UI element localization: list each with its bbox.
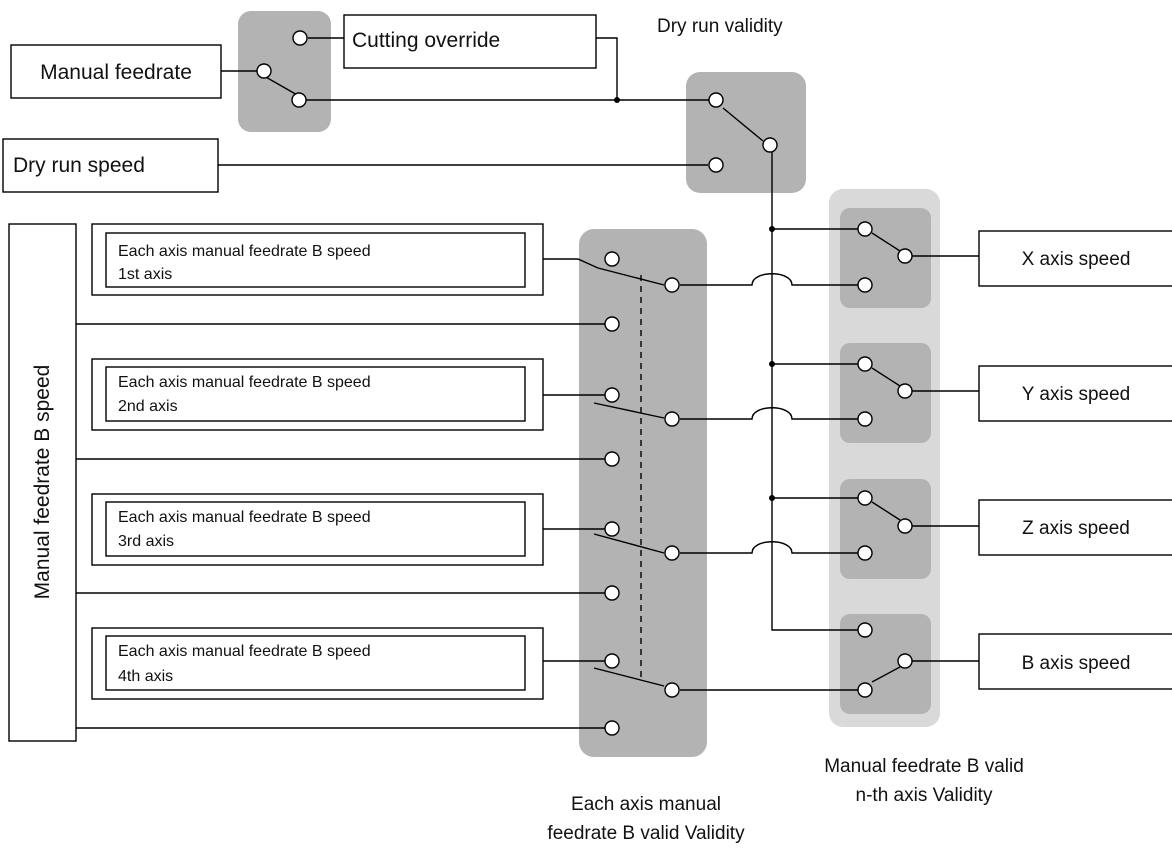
b-axis-speed-box xyxy=(978,633,1172,690)
nth-axis-switch-b-block xyxy=(840,614,931,714)
feedrate-selector-switch-block xyxy=(238,11,331,132)
x-axis-speed-label: X axis speed xyxy=(1022,249,1131,270)
axis-input-label: Each axis manual feedrate B speed xyxy=(118,243,371,260)
nth-axis-caption-line2: n-th axis Validity xyxy=(856,785,993,806)
manual-feedrate-box xyxy=(10,44,222,99)
axis-input-label: Each axis manual feedrate B speed xyxy=(118,509,371,526)
dry-run-speed-label: Dry run speed xyxy=(13,154,145,177)
manual-feedrate-b-speed-label: Manual feedrate B speed xyxy=(31,365,54,600)
manual-feedrate-b-speed-box xyxy=(8,223,77,742)
dry-run-validity-label: Dry run validity xyxy=(657,16,783,37)
b-axis-speed-label: B axis speed xyxy=(1022,653,1131,674)
manual-feedrate-label: Manual feedrate xyxy=(40,61,192,84)
axis-input-1: Each axis manual feedrate B speed 1st ax… xyxy=(91,223,544,296)
axis-input-sublabel: 2nd axis xyxy=(118,398,178,415)
z-axis-speed-box xyxy=(978,499,1172,556)
y-axis-speed-label: Y axis speed xyxy=(1022,384,1130,405)
each-axis-caption-line2: feedrate B valid Validity xyxy=(547,823,745,844)
junction-dot xyxy=(769,495,775,501)
axis-input-sublabel: 3rd axis xyxy=(118,533,174,550)
axis-input-4: Each axis manual feedrate B speed 4th ax… xyxy=(91,627,544,700)
dry-run-validity-switch-block xyxy=(686,72,806,193)
junction-dot xyxy=(769,226,775,232)
cutting-override-label: Cutting override xyxy=(352,29,500,52)
wiring xyxy=(76,37,979,729)
axis-input-label: Each axis manual feedrate B speed xyxy=(118,643,371,660)
each-axis-validity-switch-block xyxy=(579,229,707,757)
nth-axis-validity-group xyxy=(829,189,940,727)
junction-dot xyxy=(614,97,620,103)
cutting-override-box xyxy=(343,14,597,69)
nth-axis-switch-y-block xyxy=(840,343,931,443)
dry-run-speed-box xyxy=(2,138,219,193)
y-axis-speed-box xyxy=(978,365,1172,422)
axis-input-2: Each axis manual feedrate B speed 2nd ax… xyxy=(91,358,544,431)
each-axis-caption-line1: Each axis manual xyxy=(571,794,721,815)
junction-dot xyxy=(769,361,775,367)
axis-input-sublabel: 4th axis xyxy=(118,668,173,685)
nth-axis-switch-x-block xyxy=(840,208,931,308)
z-axis-speed-label: Z axis speed xyxy=(1022,518,1130,539)
nth-axis-caption-line1: Manual feedrate B valid xyxy=(824,756,1024,777)
axis-input-label: Each axis manual feedrate B speed xyxy=(118,374,371,391)
x-axis-speed-box xyxy=(978,230,1172,287)
axis-input-3: Each axis manual feedrate B speed 3rd ax… xyxy=(91,493,544,566)
axis-input-sublabel: 1st axis xyxy=(118,266,172,283)
switch-terminals xyxy=(256,30,913,736)
nth-axis-switch-z-block xyxy=(840,479,931,579)
